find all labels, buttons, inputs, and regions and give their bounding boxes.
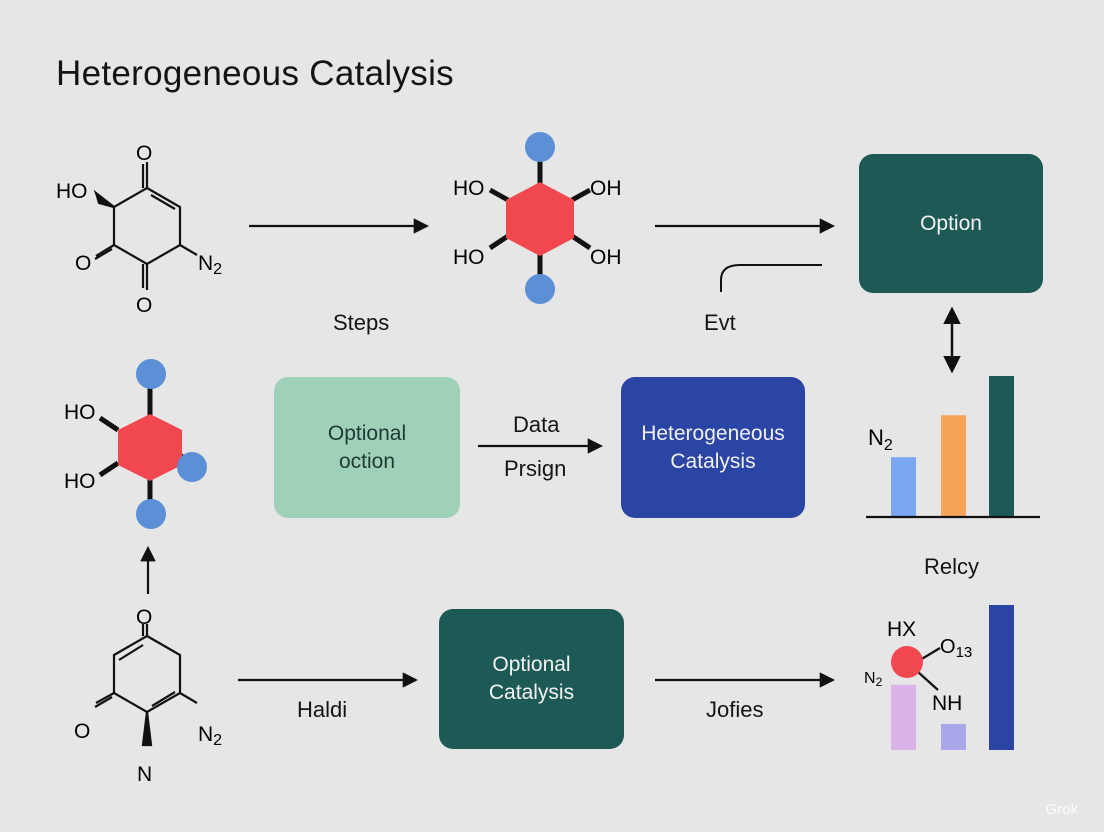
- bond-line: [917, 671, 939, 691]
- optional-catalysis-label: Optional Catalysis: [488, 653, 575, 704]
- atom-label-ho: HO: [64, 401, 96, 424]
- red-atom: [891, 646, 923, 678]
- atom-label-nh: NH: [932, 692, 962, 715]
- bar-chart-right: [891, 376, 1014, 516]
- label-haldi: Haldi: [297, 697, 348, 722]
- atom-label-n2: N2: [198, 723, 222, 749]
- atom-label-oh: OH: [590, 177, 622, 200]
- label-steps: Steps: [333, 310, 390, 335]
- atom-label-o: O: [74, 720, 90, 743]
- optional-oction-box: Optional oction: [274, 377, 460, 518]
- bottom-chart-bar-2: [941, 723, 966, 750]
- atom-label-ho: HO: [453, 246, 485, 269]
- right-chart-bar-2: [941, 415, 966, 516]
- bottom-chart-bar-1: [891, 684, 916, 750]
- right-chart-bar-3: [989, 376, 1014, 516]
- curved-connector: [720, 264, 822, 292]
- bond-line: [919, 647, 941, 661]
- hexagon-molecule-top: [488, 132, 592, 304]
- atom-label-n: N: [137, 763, 152, 786]
- option-box: Option: [859, 154, 1043, 293]
- label-prsign: Prsign: [504, 456, 567, 481]
- bottom-chart-bar-3: [989, 605, 1014, 750]
- atom-label-o: O: [136, 142, 152, 165]
- atom-label-o: O: [136, 606, 152, 629]
- label-jofies: Jofies: [706, 697, 764, 722]
- atom-label-hx: HX: [887, 618, 916, 641]
- hexagon-molecule-left: [98, 359, 207, 529]
- label-evt: Evt: [704, 310, 736, 335]
- label-relcy: Relcy: [924, 554, 980, 579]
- bar-chart-bottom-right: [891, 605, 1014, 750]
- atom-label-n2: N2: [198, 252, 222, 278]
- atom-label-n2: N2: [864, 670, 883, 689]
- atom-label-o: O: [75, 252, 91, 275]
- chart-label-n2: N2: [868, 425, 893, 454]
- heterogeneous-catalysis-label: Heterogeneous Catalysis: [641, 421, 785, 473]
- page-title: Heterogeneous Catalysis: [56, 54, 454, 93]
- atom-label-o: O: [136, 294, 152, 317]
- optional-catalysis-box: Optional Catalysis: [439, 609, 624, 749]
- optional-oction-label: Optional oction: [327, 421, 407, 473]
- option-box-label: Option: [920, 211, 982, 235]
- quinone-molecule-top: [93, 162, 198, 290]
- label-data: Data: [513, 412, 560, 437]
- quinone-molecule-bottom: [94, 624, 198, 747]
- atom-label-o13: O13: [940, 636, 972, 661]
- atom-label-ho: HO: [56, 180, 88, 203]
- atom-label-oh: OH: [590, 246, 622, 269]
- atom-label-ho: HO: [453, 177, 485, 200]
- atom-label-ho: HO: [64, 470, 96, 493]
- right-chart-bar-1: [891, 457, 916, 516]
- heterogeneous-catalysis-box: Heterogeneous Catalysis: [621, 377, 805, 518]
- watermark-grok: Grok: [1045, 801, 1078, 818]
